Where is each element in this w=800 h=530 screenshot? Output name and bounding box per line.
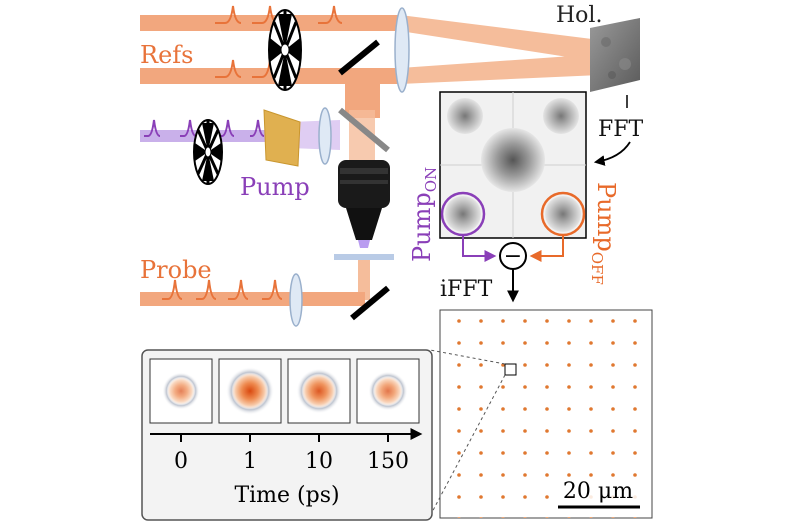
spot-1 <box>232 373 268 409</box>
lens-icon <box>318 107 332 165</box>
pump-label: Pump <box>240 173 310 201</box>
time-frame-10 <box>287 358 351 424</box>
spot-150 <box>373 376 403 406</box>
chopper-wheel-icon <box>193 119 223 185</box>
chopper-wheel-icon <box>268 9 302 91</box>
lens-icon <box>289 273 303 327</box>
zoom-box <box>504 363 517 376</box>
reference-beams <box>140 5 600 84</box>
grating-icon <box>263 109 301 167</box>
scale-bar-label: 20 μm <box>563 479 633 504</box>
probe-beam <box>140 279 365 306</box>
time-series-panel: 0 1 10 150 Time (ps) <box>141 349 433 521</box>
lens-icon <box>394 7 410 93</box>
pump-beam <box>140 119 340 150</box>
time-frame-1 <box>218 358 282 424</box>
mirror-icon <box>338 39 380 76</box>
lattice-panel: 20 μm <box>439 309 653 519</box>
tick-label-1: 1 <box>243 449 257 474</box>
fft-label: FFT <box>598 117 644 142</box>
minus-sign: − <box>504 244 522 269</box>
tick-label-150: 150 <box>367 449 409 474</box>
hologram-label: Hol. <box>556 3 602 28</box>
hologram-plate <box>590 18 640 92</box>
mirror-icon <box>350 285 390 321</box>
svg-text:PumpOFF: PumpOFF <box>588 182 620 285</box>
probe-label: Probe <box>140 256 212 284</box>
spot-10 <box>302 374 336 408</box>
tick-label-0: 0 <box>174 449 188 474</box>
pump-on-label: PumpON <box>408 167 440 262</box>
tick-label-10: 10 <box>305 449 333 474</box>
sample-slide <box>334 254 394 260</box>
mirror-icon <box>338 107 390 153</box>
time-frame-0 <box>149 358 213 424</box>
time-axis-label: Time (ps) <box>234 483 339 508</box>
microscope-objective-icon <box>338 160 390 248</box>
svg-text:PumpON: PumpON <box>408 167 440 262</box>
time-frame-150 <box>356 358 420 424</box>
fft-panel <box>439 91 587 239</box>
refs-label: Refs <box>140 41 193 69</box>
ifft-label: iFFT <box>440 277 493 302</box>
spot-0 <box>167 377 195 405</box>
pump-off-label: PumpOFF <box>588 182 620 285</box>
